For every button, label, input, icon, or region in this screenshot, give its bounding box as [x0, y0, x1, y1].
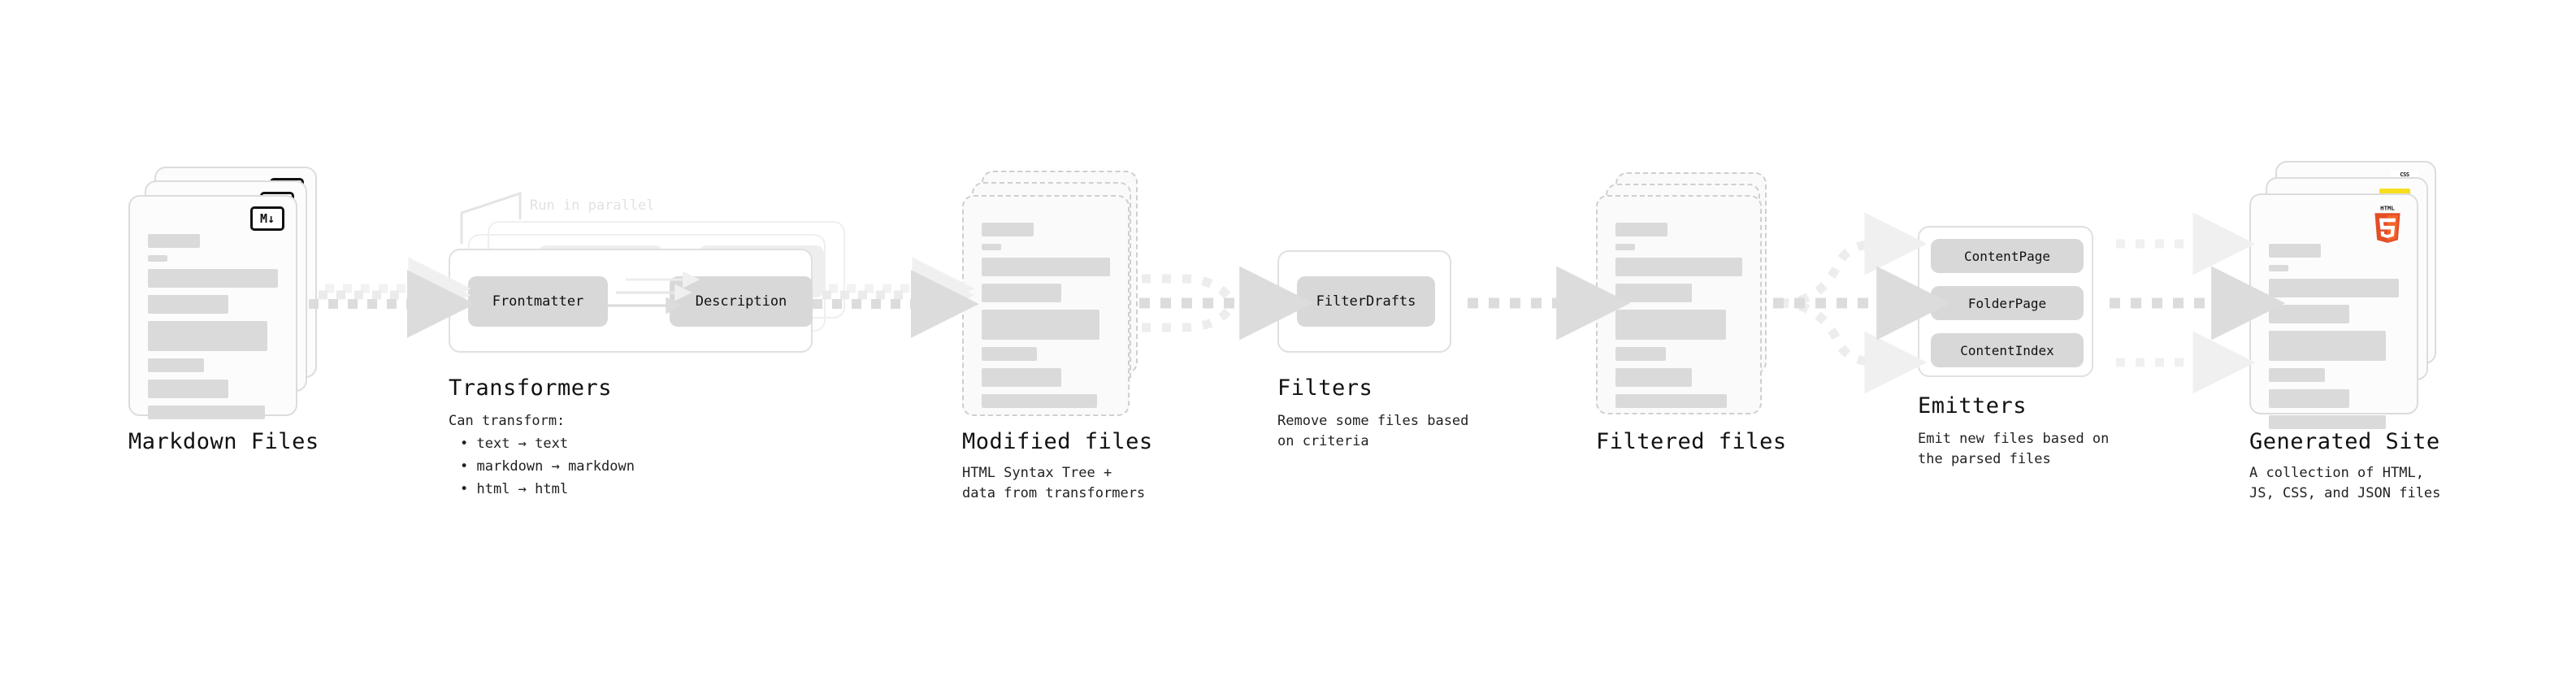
- card-placeholder-bars: [1615, 223, 1742, 415]
- chip-filterdrafts[interactable]: FilterDrafts: [1297, 276, 1435, 327]
- chip-folderpage[interactable]: FolderPage: [1931, 286, 2084, 320]
- transform-bullet-2: • html → html: [460, 481, 569, 497]
- card-placeholder-bars: [982, 223, 1110, 415]
- transformers-panel[interactable]: Frontmatter Description: [449, 249, 813, 353]
- stage-title-filters: Filters: [1277, 375, 1373, 401]
- stage-title-markdown-files: Markdown Files: [128, 429, 319, 454]
- stage-title-modified-files: Modified files: [962, 429, 1153, 454]
- filters-subtitle: Remove some files based on criteria: [1277, 413, 1469, 449]
- stage-title-transformers: Transformers: [449, 375, 613, 401]
- card-placeholder-bars: [2269, 244, 2399, 436]
- chip-contentpage[interactable]: ContentPage: [1931, 239, 2084, 273]
- generated-card-front: HTML: [2249, 193, 2418, 429]
- card-placeholder-bars: [148, 234, 278, 427]
- emitters-panel[interactable]: ContentPage FolderPage ContentIndex: [1918, 226, 2093, 377]
- stage-title-emitters: Emitters: [1918, 393, 2027, 419]
- transform-bullet-1: • markdown → markdown: [460, 458, 635, 475]
- modified-files-subtitle: HTML Syntax Tree + data from transformer…: [962, 465, 1146, 501]
- filters-panel[interactable]: FilterDrafts: [1277, 250, 1451, 353]
- generated-site-subtitle: A collection of HTML, JS, CSS, and JSON …: [2249, 465, 2441, 501]
- chip-frontmatter[interactable]: Frontmatter: [468, 276, 608, 327]
- markdown-badge: M↓: [250, 206, 284, 231]
- chip-contentindex[interactable]: ContentIndex: [1931, 333, 2084, 367]
- run-in-parallel-label: Run in parallel: [530, 197, 655, 214]
- arrow-modified-to-filters: [1139, 266, 1314, 340]
- arrow-emitters-to-generated: [2110, 212, 2286, 394]
- chip-description[interactable]: Description: [670, 276, 813, 327]
- bullet-text: markdown → markdown: [476, 458, 635, 475]
- transformers-subtitle: Can transform:: [449, 413, 566, 429]
- stage-title-generated-site: Generated Site: [2249, 429, 2440, 454]
- svg-text:HTML: HTML: [2380, 205, 2395, 212]
- html5-badge: HTML: [2370, 203, 2405, 245]
- markdown-card-front: M↓: [128, 195, 297, 419]
- filtered-card-front: [1596, 195, 1762, 414]
- emitters-subtitle: Emit new files based on the parsed files: [1918, 431, 2110, 467]
- transform-bullet-0: • text → text: [460, 436, 569, 452]
- arrow-markdown-to-transformers: [309, 257, 475, 338]
- modified-card-front: [962, 195, 1130, 416]
- arrow-filtered-to-emitters: [1773, 212, 1951, 394]
- stage-title-filtered-files: Filtered files: [1596, 429, 1787, 454]
- bullet-text: html → html: [476, 481, 569, 497]
- bullet-text: text → text: [476, 436, 569, 452]
